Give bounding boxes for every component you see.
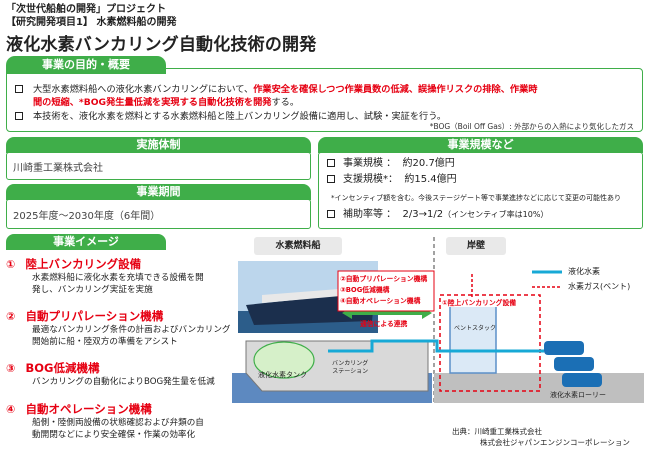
station-label: バンカリング ステーション: [332, 360, 369, 375]
source-credit: 出典：川崎重工業株式会社 株式会社ジャパンエンジンコーポレーション: [452, 427, 630, 447]
project-header: 「次世代船舶の開発」プロジェクト 【研究開発項目1】 水素燃料船の開発: [6, 3, 176, 29]
bullet-square-icon: [15, 112, 23, 120]
lh2-tank-icon: [253, 341, 315, 379]
lorry-icon: [554, 357, 594, 371]
org-value: 川崎重工業株式会社: [13, 163, 103, 174]
lorry-icon: [544, 341, 584, 355]
scale-row-support: 支援規模*： 約15.4億円: [327, 173, 457, 187]
comm-label: 通信による連携: [360, 320, 408, 328]
image-header: 事業イメージ: [6, 234, 166, 250]
bullet-square-icon: [15, 85, 23, 93]
bullet-square-icon: [327, 175, 335, 183]
scale-box: 事業規模 ： 約20.7億円 支援規模*： 約15.4億円 *インセンティブ額を…: [318, 152, 643, 229]
bullet-square-icon: [327, 210, 335, 218]
item-2: ② 自動プリパレーション機構 最適なバンカリング条件の計画およびバンカリング 開…: [6, 309, 231, 347]
period-header: 事業期間: [6, 184, 311, 200]
subproject-name: 【研究開発項目1】 水素燃料船の開発: [6, 17, 177, 28]
purpose-box: 大型水素燃料船への液化水素バンカリングにおいて、作業安全を確保しつつ作業員数の低…: [6, 68, 643, 132]
legend-gas: 水素ガス(ベント): [568, 282, 631, 291]
vent-stack-icon: [449, 298, 497, 374]
item-4: ④ 自動オペレーション機構 船側・陸側両設備の状態確認および弁類の自 動開閉など…: [6, 402, 204, 440]
lorry-label: 液化水素ローリー: [550, 391, 606, 399]
scale-row-rate: 補助率等 ： 2/3→1/2（インセンティブ率は10%）: [327, 208, 548, 222]
bunkering-facility-outline: [439, 294, 541, 392]
ship-label: 水素燃料船: [254, 237, 342, 255]
callout-box: [337, 270, 435, 312]
purpose-bullet-1: 大型水素燃料船への液化水素バンカリングにおいて、作業安全を確保しつつ作業員数の低…: [15, 83, 633, 96]
diagram-svg: [232, 237, 644, 403]
project-name: 「次世代船舶の開発」プロジェクト: [6, 4, 166, 15]
lorry-icon: [562, 373, 602, 387]
legend-lh2: 液化水素: [568, 267, 600, 276]
scale-note: *インセンティブ額を含む。今後ステージゲート等で事業進捗などに応じて変更の可能性…: [331, 194, 621, 202]
lh2-pipe: [328, 339, 544, 353]
org-box: 川崎重工業株式会社: [6, 152, 311, 180]
scale-header: 事業規模など: [318, 137, 643, 153]
scale-row-total: 事業規模 ： 約20.7億円: [327, 157, 455, 171]
bunkering-diagram: 水素燃料船 岸壁 液化水素 水素ガス(ベント) ②自動プリパレーション機構 ③B…: [232, 233, 644, 425]
lh2-tank-label: 液化水素タンク: [258, 371, 307, 379]
vent-stack-label: ベントスタック: [454, 325, 497, 332]
period-value: 2025年度〜2030年度（6年間）: [13, 211, 161, 222]
callout-1: ①陸上バンカリング設備: [442, 297, 517, 307]
item-1: ① 陸上バンカリング設備 水素燃料船に液化水素を充填できる設備を開 発し、バンカ…: [6, 257, 204, 295]
bog-note: *BOG（Boil Off Gas）: 外部からの入熱により気化したガス: [429, 122, 634, 131]
purpose-bullet-1-cont: 間の短縮、*BOG発生量低減を実現する自動化技術を開発する。: [33, 97, 300, 108]
page-title: 液化水素バンカリング自動化技術の開発: [6, 35, 317, 55]
shore-ground: [434, 373, 644, 403]
comm-arrow-icon: [342, 307, 432, 319]
callouts-ship: ②自動プリパレーション機構 ③BOG低減機構 ④自動オペレーション機構: [340, 275, 428, 305]
purpose-header: 事業の目的・概要: [6, 56, 166, 74]
period-box: 2025年度〜2030年度（6年間）: [6, 199, 311, 229]
bullet-square-icon: [327, 159, 335, 167]
shore-label: 岸壁: [446, 237, 506, 255]
purpose-bullet-2: 本技術を、液化水素を燃料とする水素燃料船と陸上バンカリング設備に適用し、試験・実…: [15, 110, 633, 123]
item-3: ③ BOG低減機構 バンカリングの自動化によりBOG発生量を低減: [6, 361, 215, 387]
ship-deck-icon: [262, 288, 352, 303]
org-header: 実施体制: [6, 137, 311, 153]
